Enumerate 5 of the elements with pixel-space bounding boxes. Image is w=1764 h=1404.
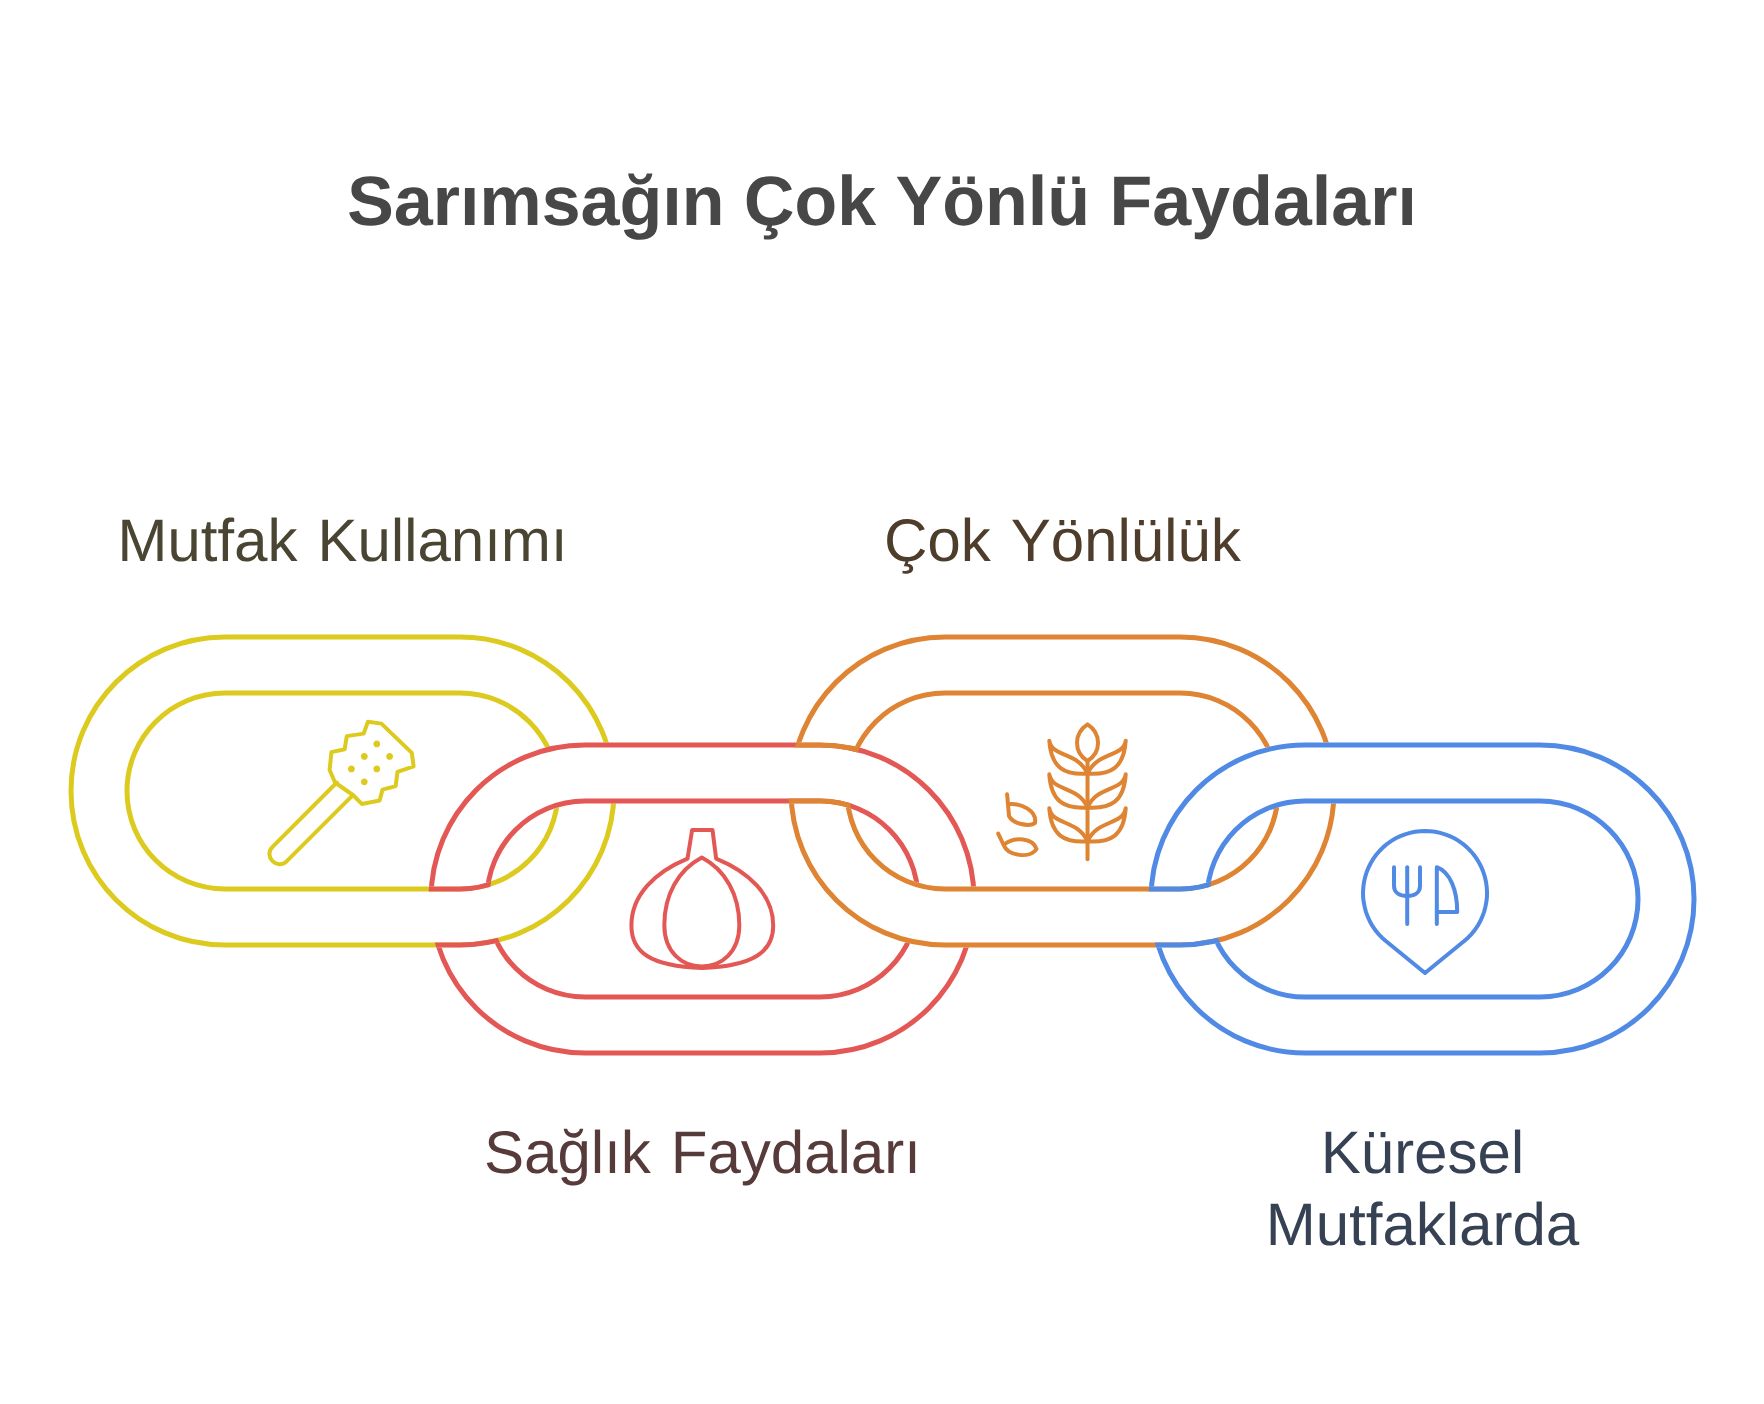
- link-label: Sağlık Faydaları: [486, 1128, 916, 1186]
- link-label: Mutfak Kullanımı: [122, 517, 562, 562]
- title: Sarımsağın Çok Yönlü Faydaları: [349, 173, 1412, 240]
- link-label: Küresel Mutfaklarda: [1270, 1129, 1580, 1246]
- link-label: Çok Yönlülük: [887, 517, 1241, 574]
